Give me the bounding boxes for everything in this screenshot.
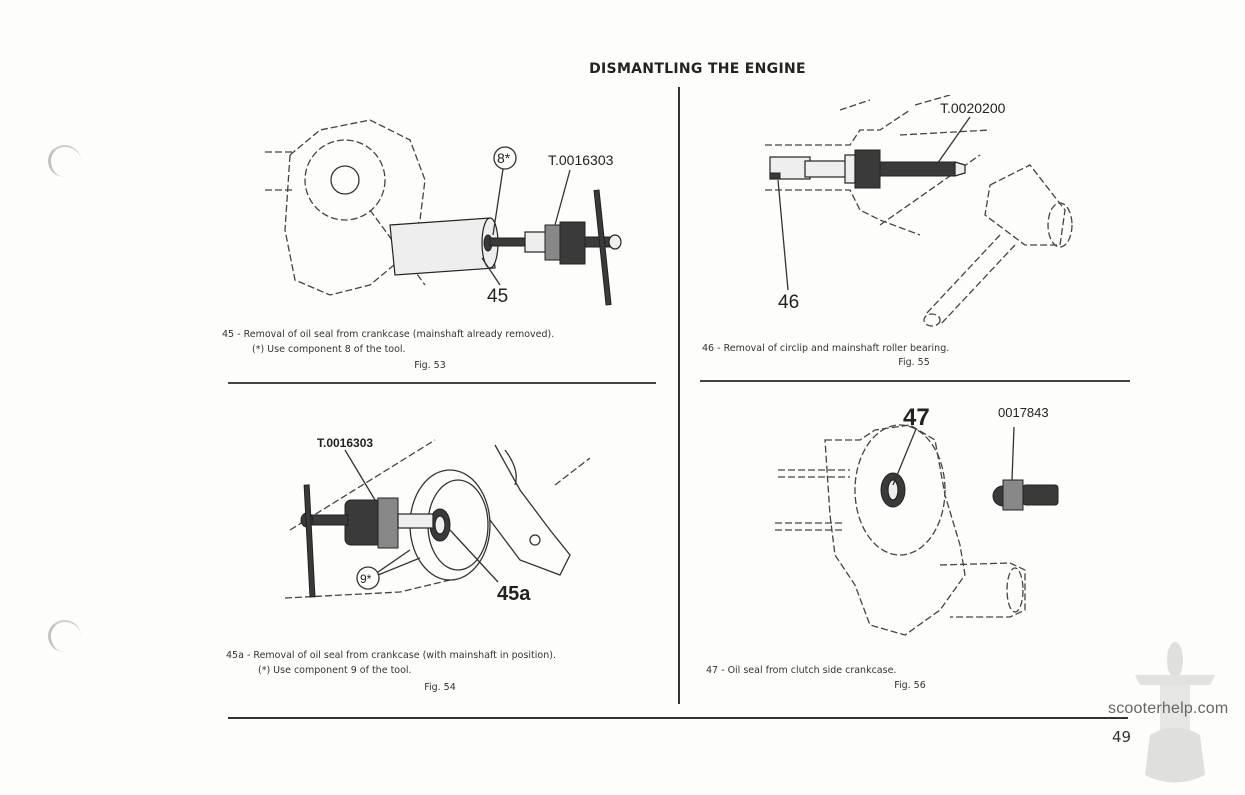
- caption-text: Removal of oil seal from crankcase (with…: [253, 650, 556, 661]
- callout-part-46: 46: [778, 292, 799, 313]
- scooter-watermark-icon: [1135, 642, 1215, 783]
- caption-note: (*) Use component 9 of the tool.: [258, 665, 412, 676]
- figure-54-caption: 45a - Removal of oil seal from crankcase…: [226, 648, 686, 678]
- section-rule: [700, 380, 1130, 382]
- figure-label: Fig. 53: [414, 360, 446, 371]
- caption-text: Oil seal from clutch side crankcase.: [727, 665, 897, 676]
- figure-label: Fig. 55: [898, 357, 930, 368]
- callout-part-47: 47: [903, 404, 930, 431]
- figure-53-caption: 45 - Removal of oil seal from crankcase …: [222, 327, 682, 357]
- figure-56-caption: 47 - Oil seal from clutch side crankcase…: [706, 665, 897, 676]
- figure-55-caption: 46 - Removal of circlip and mainshaft ro…: [702, 343, 950, 354]
- column-divider: [678, 87, 680, 704]
- page-title: DISMANTLING THE ENGINE: [589, 61, 806, 77]
- figure-label: Fig. 54: [424, 682, 456, 693]
- callout-tool-T0020200: T.0020200: [940, 100, 1006, 116]
- callout-tool-T0016303: T.0016303: [548, 152, 614, 168]
- caption-number: 45: [222, 329, 235, 340]
- caption-number: 45a: [226, 650, 244, 661]
- caption-note: (*) Use component 8 of the tool.: [252, 344, 406, 355]
- punch-hole-bottom: [48, 620, 81, 652]
- bottom-rule: [228, 717, 1128, 719]
- caption-text: Removal of oil seal from crankcase (main…: [243, 329, 555, 340]
- punch-hole-top: [48, 145, 81, 177]
- caption-text: Removal of circlip and mainshaft roller …: [723, 343, 950, 354]
- caption-number: 47: [706, 665, 719, 676]
- callout-tool-T0016303: T.0016303: [317, 436, 373, 450]
- callout-component-9: 9*: [360, 572, 372, 586]
- callout-part-45a: 45a: [497, 583, 531, 605]
- callout-tool-0017843: 0017843: [998, 405, 1049, 420]
- callout-component-8: 8*: [497, 150, 511, 166]
- figure-53-illustration: 8* T.0016303 45: [265, 119, 622, 307]
- page-number: 49: [1112, 728, 1132, 746]
- caption-number: 46: [702, 343, 715, 354]
- callout-part-45: 45: [487, 286, 508, 307]
- figure-55-illustration: T.0020200 46: [765, 95, 1073, 327]
- watermark-text: scooterhelp.com: [1108, 700, 1229, 717]
- figure-54-illustration: T.0016303 9* 45a: [284, 436, 591, 605]
- figure-56-illustration: 47 0017843: [775, 404, 1059, 636]
- figure-label: Fig. 56: [894, 680, 926, 691]
- section-rule: [228, 382, 656, 384]
